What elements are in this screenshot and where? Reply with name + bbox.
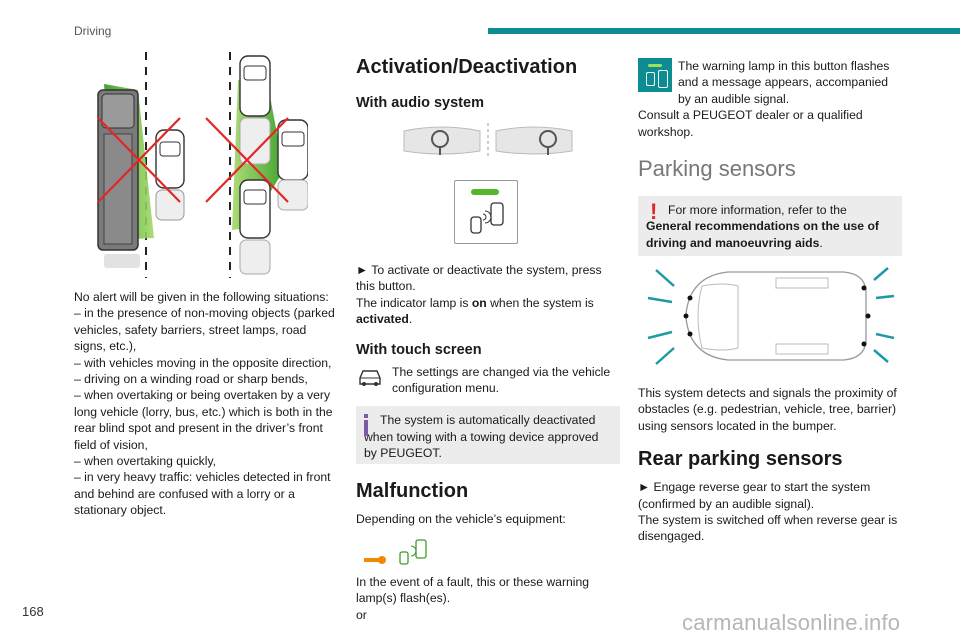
steering-wheel-view-icon [403, 123, 573, 159]
no-alert-intro: No alert will be given in the following … [74, 290, 329, 304]
rear-parking-title: Rear parking sensors [638, 448, 843, 471]
list-item: – when overtaking or being overtaken by … [74, 388, 333, 452]
warning-lamp-text: The warning lamp in this button flashes … [678, 59, 890, 106]
watermark: carmanualsonline.info [682, 610, 901, 635]
list-item: – in very heavy traffic: vehicles detect… [74, 470, 331, 518]
info-note: ! For more information, refer to the Gen… [638, 196, 902, 257]
warning-exclamation-icon: ! [650, 199, 658, 225]
parking-sensors-title: Parking sensors [638, 156, 796, 182]
column-2: Activation/Deactivation With audio syste… [356, 56, 620, 623]
running-header: Driving [74, 24, 112, 38]
header-accent-bar [488, 28, 960, 34]
page-number: 168 [22, 604, 44, 619]
list-item: – with vehicles moving in the opposite d… [74, 355, 332, 370]
parking-sensors-diagram [647, 267, 895, 365]
activation-title: Activation/Deactivation [356, 56, 578, 78]
blind-spot-illustration [97, 52, 309, 278]
list-item: – driving on a winding road or sharp ben… [74, 372, 308, 387]
rear-text-2: The system is switched off when reverse … [638, 513, 898, 544]
malfunction-title: Malfunction [356, 480, 469, 503]
towing-note: The system is automatically deactivated … [356, 406, 620, 465]
or-text: or [356, 607, 367, 622]
detect-text: This system detects and signals the prox… [638, 386, 897, 433]
wrench-warning-icon [364, 555, 386, 564]
list-item: – when overtaking quickly, [74, 454, 217, 469]
blind-spot-button[interactable] [454, 180, 518, 244]
blind-spot-warning-icon [399, 539, 427, 565]
column-1: No alert will be given in the following … [74, 50, 340, 519]
audio-heading: With audio system [356, 95, 484, 111]
touch-text: The settings are changed via the vehicle… [392, 364, 611, 396]
fault-text: In the event of a fault, this or these w… [356, 574, 590, 606]
info-icon [364, 414, 368, 437]
blind-spot-car-icon [470, 202, 504, 234]
audio-activate-text: ► To activate or deactivate the system, … [356, 263, 602, 294]
malfunction-text: Depending on the vehicle’s equipment: [356, 512, 566, 527]
touch-heading: With touch screen [356, 341, 482, 358]
rear-text-1: ► Engage reverse gear to start the syste… [638, 480, 871, 511]
indicator-lamp-text: The indicator lamp is on when the system… [356, 295, 594, 327]
info-note-text: For more information, refer to the Gener… [646, 203, 879, 250]
list-item: – in the presence of non-moving objects … [74, 306, 335, 354]
vehicle-config-icon [359, 369, 381, 386]
warning-button-icon [638, 58, 672, 92]
towing-note-text: The system is automatically deactivated … [364, 413, 599, 461]
consult-text: Consult a PEUGEOT dealer or a qualified … [638, 108, 863, 139]
column-3: The warning lamp in this button flashes … [638, 58, 902, 545]
indicator-lamp-icon [471, 189, 499, 195]
